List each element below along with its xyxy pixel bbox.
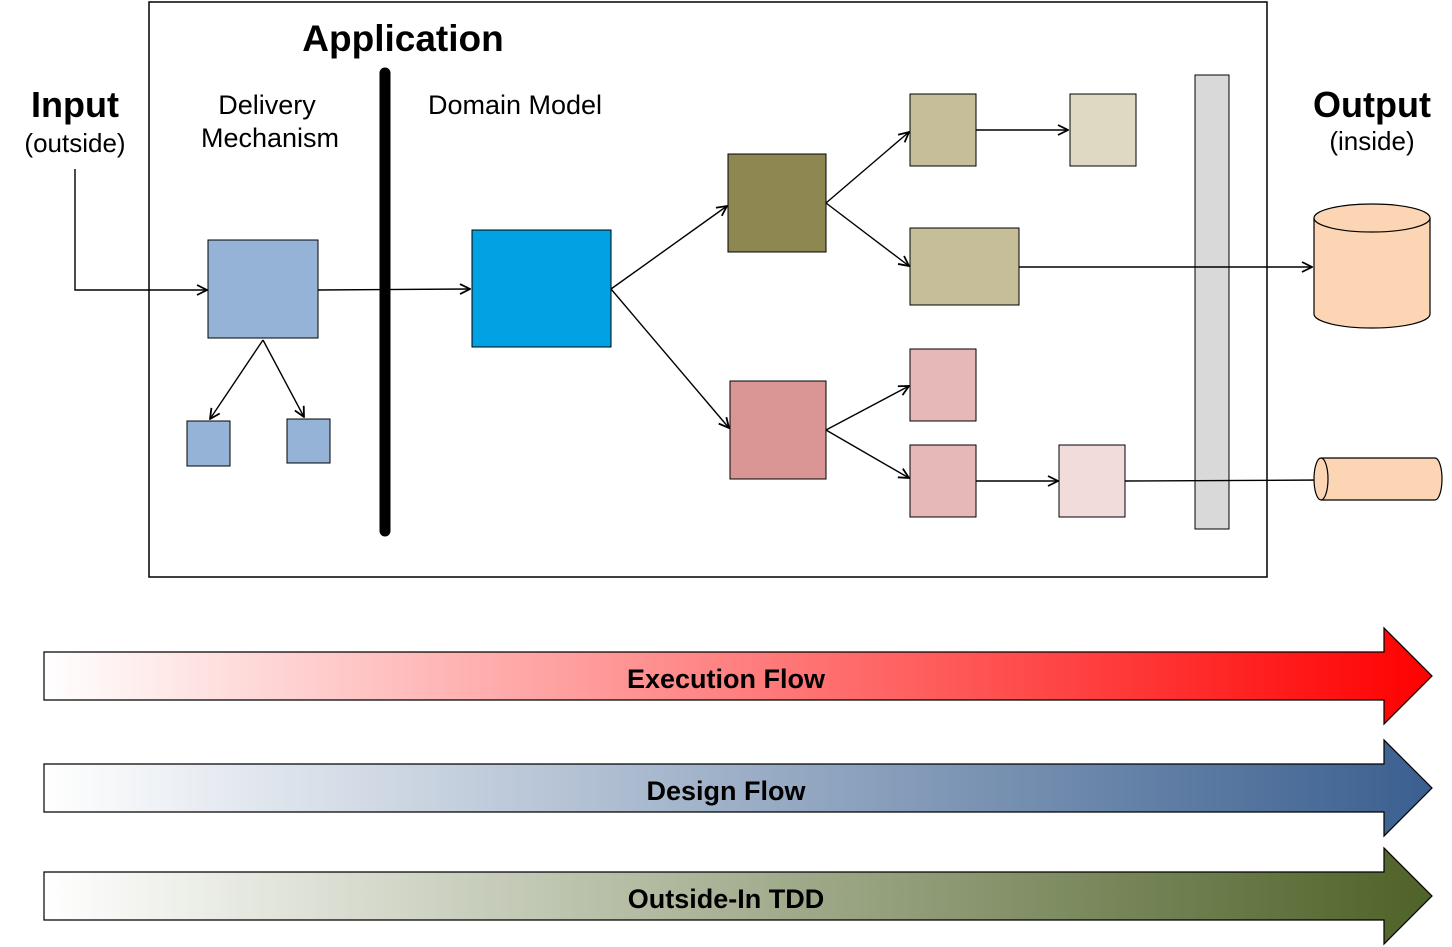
rose-to-bottom-arrow — [825, 429, 909, 478]
olive-mid-box — [909, 227, 1020, 306]
output-boundary-bar — [1194, 74, 1230, 530]
rose-pale-to-queue-arrow — [1124, 480, 1325, 481]
queue-icon — [1313, 457, 1443, 501]
delivery-child-right-box — [286, 418, 331, 464]
delivery-to-child-left-arrow — [210, 339, 264, 419]
delivery-controller-box — [207, 239, 319, 339]
domain-to-rose-arrow — [610, 288, 729, 428]
output-subtitle: (inside) — [1329, 126, 1414, 156]
input-title: Input — [31, 84, 119, 125]
execution-flow-arrow — [43, 626, 1433, 726]
design-flow-arrow — [43, 738, 1433, 838]
rose-bottom-box — [909, 444, 977, 518]
olive-to-top-arrow — [825, 132, 909, 204]
olive-top-box — [909, 93, 977, 167]
delivery-label-line2: Mechanism — [201, 123, 339, 153]
database-icon — [1313, 203, 1431, 329]
connectors — [74, 130, 1325, 481]
input-arrow — [74, 169, 207, 290]
delivery-child-left-box — [186, 420, 231, 467]
domain-entry-box — [471, 229, 612, 348]
execution-flow-label: Execution Flow — [627, 664, 826, 694]
delivery-to-child-right-arrow — [262, 339, 304, 417]
delivery-to-domain-arrow — [317, 289, 470, 290]
design-flow-label: Design Flow — [646, 776, 806, 806]
rose-top-box — [909, 348, 977, 422]
olive-to-mid-arrow — [825, 202, 909, 266]
outside-in-tdd-arrow — [43, 846, 1433, 946]
rose-pale-box — [1058, 444, 1126, 518]
rose-to-top-arrow — [825, 386, 909, 431]
input-subtitle: (outside) — [24, 128, 125, 158]
outside-in-tdd-label: Outside-In TDD — [628, 884, 825, 914]
domain-model-label: Domain Model — [428, 90, 602, 120]
olive-pale-box — [1069, 93, 1137, 167]
output-title: Output — [1313, 84, 1431, 125]
domain-to-olive-arrow — [610, 206, 727, 290]
application-title: Application — [302, 18, 503, 59]
delivery-label-line1: Delivery — [218, 90, 316, 120]
olive-box — [727, 153, 827, 253]
rose-box — [729, 380, 827, 480]
